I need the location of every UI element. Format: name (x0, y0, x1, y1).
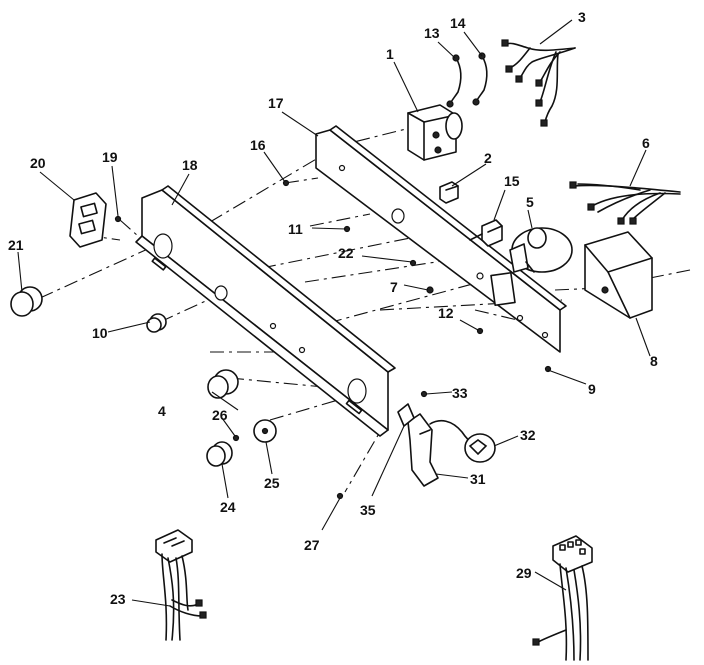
callout-26: 26 (212, 407, 228, 423)
callout-29: 29 (516, 565, 532, 581)
knob-4 (207, 369, 239, 399)
callout-11: 11 (288, 221, 303, 237)
bushing-10 (146, 313, 167, 333)
timer-motor (407, 104, 463, 161)
callout-2: 2 (484, 150, 492, 166)
callout-10: 10 (92, 325, 108, 341)
leader-lines (17, 19, 651, 607)
callout-25: 25 (264, 475, 280, 491)
callout-1: 1 (386, 46, 394, 62)
switch (439, 181, 459, 204)
front-control-panel (135, 185, 396, 437)
fasteners (282, 179, 552, 500)
callout-5: 5 (526, 194, 534, 210)
callout-9: 9 (588, 381, 596, 397)
callout-8: 8 (650, 353, 658, 369)
callout-19: 19 (102, 149, 118, 165)
callout-labels: 1 2 3 4 5 6 7 8 9 10 11 12 13 14 15 16 1… (8, 9, 658, 607)
screw-26 (232, 434, 240, 442)
callout-23: 23 (110, 591, 126, 607)
callout-7: 7 (390, 279, 398, 295)
wire-harness-top (501, 39, 576, 127)
knob-21 (10, 286, 43, 317)
clip-35 (397, 403, 415, 427)
wire-clips (446, 52, 488, 108)
callout-21: 21 (8, 237, 24, 253)
motor (509, 227, 573, 273)
wire-harness-29 (532, 535, 593, 661)
control-module (584, 231, 653, 319)
callout-6: 6 (642, 135, 650, 151)
callout-22: 22 (338, 245, 354, 261)
callout-14: 14 (450, 15, 466, 31)
callout-4: 4 (158, 403, 166, 419)
switch-small (469, 219, 503, 247)
indicator-light (429, 419, 496, 463)
callout-12: 12 (438, 305, 454, 321)
callout-32: 32 (520, 427, 536, 443)
wire-harness-right (569, 181, 681, 225)
wire-harness-23 (155, 529, 207, 641)
callout-18: 18 (182, 157, 198, 173)
callout-17: 17 (268, 95, 284, 111)
rear-bracket (315, 125, 567, 353)
lid-switch (407, 413, 439, 487)
knob-24 (206, 441, 233, 467)
callout-33: 33 (452, 385, 468, 401)
callout-35: 35 (360, 502, 376, 518)
callout-31: 31 (470, 471, 486, 487)
callout-24: 24 (220, 499, 236, 515)
washer-25 (253, 419, 277, 443)
screw-19 (114, 215, 122, 223)
callout-3: 3 (578, 9, 586, 25)
callout-20: 20 (30, 155, 46, 171)
callout-16: 16 (250, 137, 266, 153)
callout-27: 27 (304, 537, 320, 553)
callout-13: 13 (424, 25, 440, 41)
callout-15: 15 (504, 173, 520, 189)
rocker-switch-block (69, 192, 107, 248)
